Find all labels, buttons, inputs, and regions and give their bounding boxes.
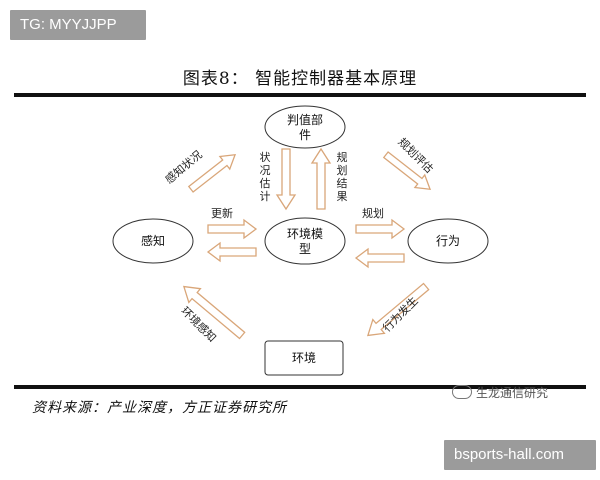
arrow-env-sense [182, 285, 246, 340]
arrow-action-occur [366, 282, 430, 337]
env-model-label-2: 型 [299, 242, 311, 256]
environment-label: 环境 [292, 350, 316, 365]
node-judge [264, 105, 346, 149]
arrow-action-to-model [354, 247, 405, 269]
status-estimate-char-1: 况 [260, 164, 271, 177]
figure-source: 资料来源：产业深度，方正证券研究所 [32, 400, 287, 416]
bottom-rule [14, 385, 586, 389]
update-label: 更新 [211, 206, 233, 220]
arrow-plan-result [310, 147, 332, 210]
figure-title: 图表8： 智能控制器基本原理 [182, 69, 418, 89]
arrow-plan [355, 218, 406, 240]
arrow-perceive-to-judge [187, 153, 237, 193]
plan-result-char-0: 规 [337, 150, 348, 164]
tg-watermark: TG: MYYJJPP [10, 10, 146, 40]
perception-label: 感知 [141, 233, 165, 248]
plan-result-char-3: 果 [337, 190, 348, 203]
site-watermark: bsports-hall.com [444, 440, 596, 470]
wechat-icon [452, 385, 472, 399]
node-env-model [264, 217, 346, 265]
plan-result-char-2: 结 [337, 177, 348, 190]
top-rule [14, 93, 586, 97]
judge-label-1: 判值部 [287, 112, 323, 127]
node-action [407, 218, 489, 264]
arrow-plan-evaluate [382, 151, 432, 191]
action-occur-label: 行为发生 [380, 294, 421, 335]
wechat-watermark: 生龙通信研究 [452, 384, 548, 401]
env-model-label-1: 环境模 [287, 226, 323, 241]
node-environment [264, 340, 344, 376]
arrow-status-estimate [275, 148, 297, 211]
judge-label-2: 件 [299, 128, 311, 142]
plan-label: 规划 [362, 206, 384, 220]
plan-result-char-1: 划 [337, 164, 348, 177]
status-estimate-char-2: 估 [260, 177, 271, 190]
status-estimate-char-3: 计 [260, 190, 271, 203]
wechat-account-name: 生龙通信研究 [476, 386, 549, 400]
node-perception [112, 218, 194, 264]
arrow-update [207, 218, 258, 240]
arrow-model-to-perception [206, 241, 257, 263]
action-label: 行为 [436, 234, 460, 248]
status-estimate-char-0: 状 [260, 150, 271, 164]
